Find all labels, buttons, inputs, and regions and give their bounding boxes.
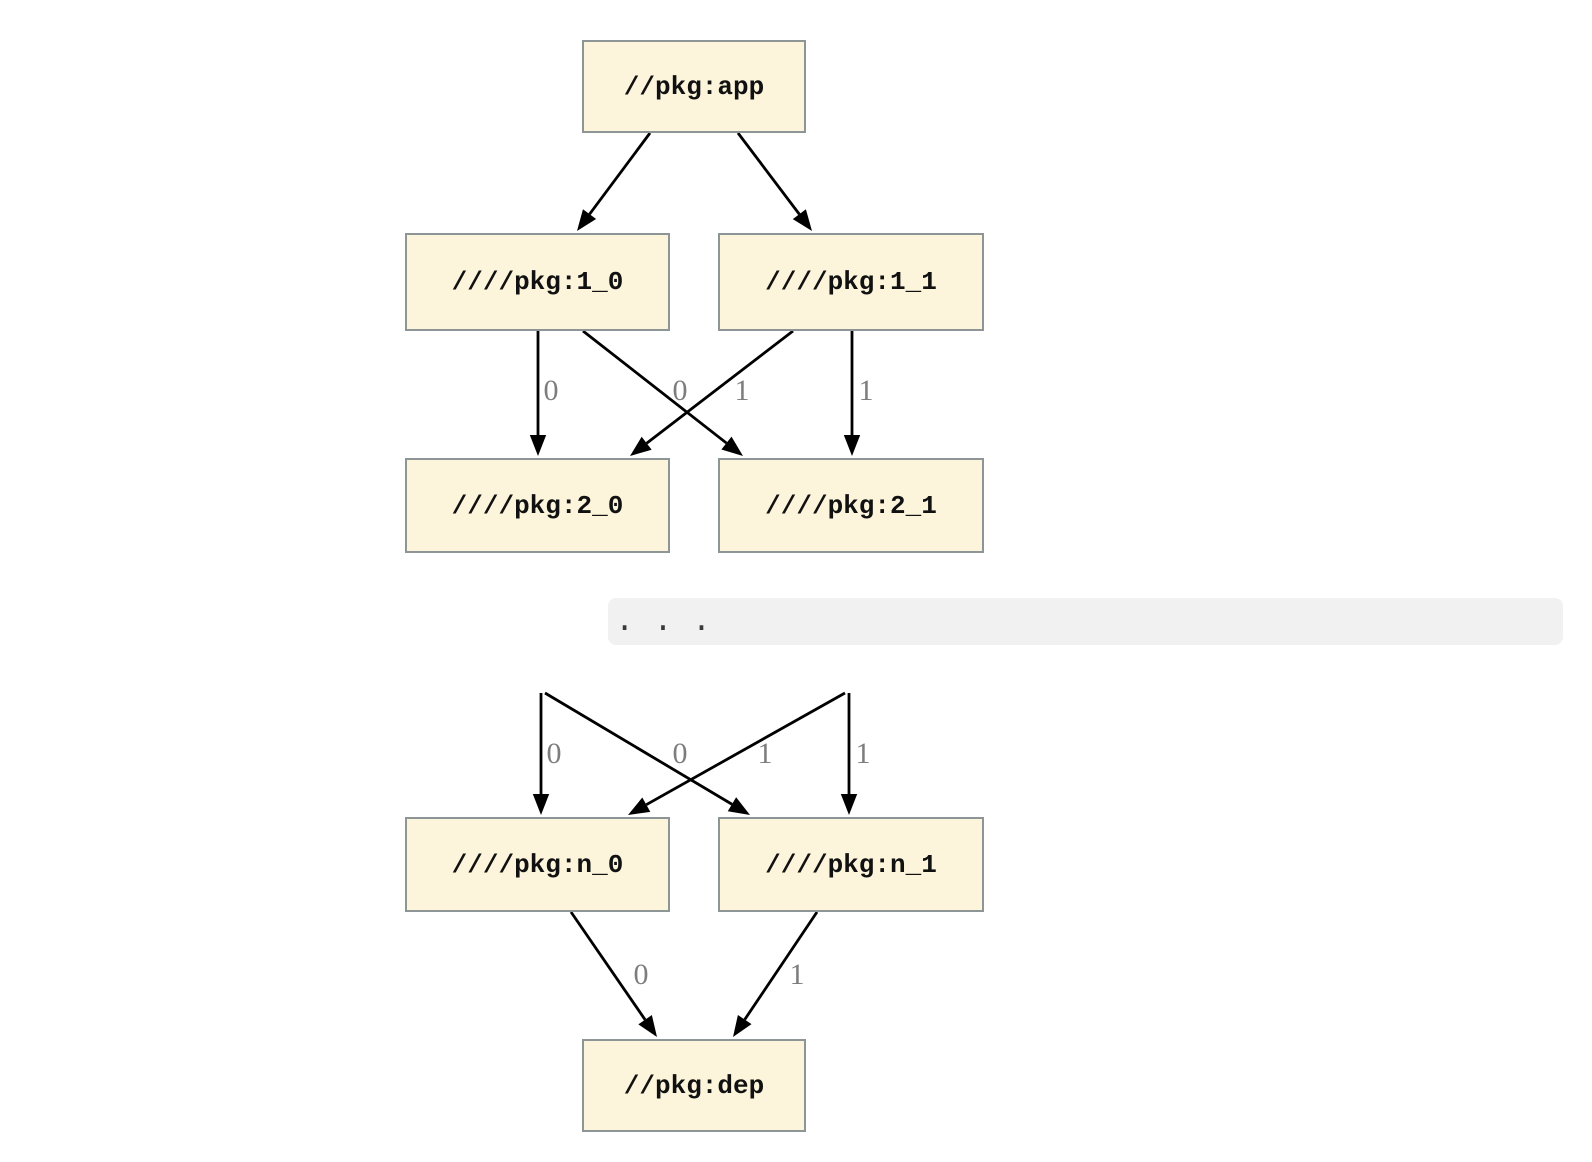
edge-elided-to-n_0: [628, 691, 846, 815]
edge-1_0-to-2_1: [582, 329, 743, 456]
edge-label-1_1-to-2_1: 1: [858, 374, 874, 407]
arrowhead-icon: [638, 1015, 657, 1037]
arrowhead-icon: [577, 209, 597, 231]
arrowhead-icon: [628, 797, 651, 815]
edge-app-to-1_1: [736, 132, 812, 231]
edge-label-1_0-to-2_0: 0: [543, 374, 559, 407]
edge-label-1_0-to-2_1: 1: [734, 374, 750, 407]
arrowhead-icon: [721, 436, 743, 456]
ellipsis-dots: . . .: [615, 603, 712, 640]
arrowhead-icon: [733, 1014, 752, 1037]
arrowhead-icon: [727, 797, 750, 815]
graph-node-1_0: ////pkg:1_0: [405, 233, 670, 331]
graph-node-n_0-label: ////pkg:n_0: [451, 849, 624, 880]
graph-node-2_0-label: ////pkg:2_0: [451, 490, 624, 521]
arrowhead-icon: [840, 794, 858, 815]
graph-node-2_1-label: ////pkg:2_1: [765, 490, 937, 521]
edge-label-elided-to-n_0: 0: [546, 737, 562, 770]
graph-node-n_1-label: ////pkg:n_1: [765, 849, 937, 880]
graph-node-dep: //pkg:dep: [582, 1039, 806, 1132]
graph-node-n_1: ////pkg:n_1: [718, 817, 984, 912]
arrowhead-icon: [529, 435, 547, 456]
edge-1_1-to-2_0: [630, 329, 794, 456]
graph-node-1_1: ////pkg:1_1: [718, 233, 984, 331]
edge-app-to-1_0: [577, 132, 652, 231]
graph-node-2_0: ////pkg:2_0: [405, 458, 670, 553]
ellipsis-code-block: . . .: [608, 598, 1563, 645]
graph-node-dep-label: //pkg:dep: [623, 1070, 765, 1101]
arrowhead-icon: [792, 209, 812, 231]
edge-elided-to-n_1: [544, 691, 750, 815]
arrowhead-icon: [630, 436, 652, 456]
arrowhead-icon: [843, 435, 861, 456]
graph-node-app: //pkg:app: [582, 40, 806, 133]
graph-node-2_1: ////pkg:2_1: [718, 458, 984, 553]
graph-node-app-label: //pkg:app: [623, 71, 765, 102]
graph-node-1_1-label: ////pkg:1_1: [765, 267, 937, 297]
edge-label-n_0-to-dep: 0: [633, 958, 649, 991]
edge-label-elided-to-n_1: 1: [757, 737, 773, 770]
edge-label-1_1-to-2_0: 0: [672, 374, 688, 407]
edge-label-n_1-to-dep: 1: [789, 958, 805, 991]
graph-node-1_0-label: ////pkg:1_0: [451, 267, 624, 297]
edge-label-elided-to-n_0: 0: [672, 737, 688, 770]
edge-label-elided-to-n_1: 1: [855, 737, 871, 770]
arrowhead-icon: [532, 794, 550, 815]
graph-node-n_0: ////pkg:n_0: [405, 817, 670, 912]
